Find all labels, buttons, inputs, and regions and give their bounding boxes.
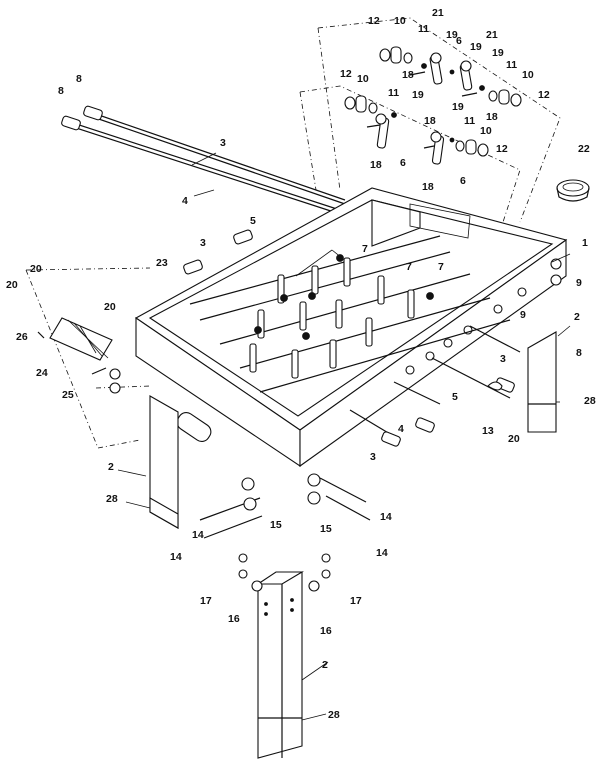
callout-5: 5 [452,391,458,403]
callout-11: 11 [418,23,429,35]
callout-2: 2 [322,659,328,671]
callout-10: 10 [394,15,406,27]
callout-9: 9 [520,309,526,321]
callout-14: 14 [192,529,204,541]
callout-10: 10 [357,73,369,85]
callout-21: 21 [432,7,444,19]
callout-28: 28 [106,493,118,505]
upper-rod-hardware [379,46,522,107]
scoring-unit [37,317,113,375]
callout-16: 16 [320,625,332,637]
callout-12: 12 [496,143,508,155]
callout-26: 26 [16,331,28,343]
callout-3: 3 [220,137,226,149]
callout-19: 19 [412,89,424,101]
left-rod-handles [183,229,253,275]
callout-23: 23 [156,257,168,269]
callout-8: 8 [58,85,64,97]
rod-handle-grip [61,105,103,131]
callout-25: 25 [62,389,74,401]
callout-19: 19 [470,41,482,53]
ball-cup [556,179,590,202]
callout-18: 18 [486,111,498,123]
callout-labels: 12 10 21 11 19 6 19 21 18 19 11 10 12 12… [6,7,596,721]
callout-19: 19 [446,29,458,41]
callout-18: 18 [422,181,434,193]
callout-19: 19 [492,47,504,59]
callout-24: 24 [36,367,48,379]
callout-7: 7 [438,261,444,273]
callout-2: 2 [574,311,580,323]
callout-3: 3 [370,451,376,463]
callout-10: 10 [480,125,492,137]
callout-16: 16 [228,613,240,625]
callout-12: 12 [368,15,380,27]
callout-2: 2 [108,461,114,473]
callout-12: 12 [340,68,352,80]
callout-18: 18 [402,69,414,81]
leader-lines [117,152,571,721]
callout-8: 8 [576,347,582,359]
callout-20: 20 [104,301,116,313]
callout-21: 21 [486,29,498,41]
callout-3: 3 [500,353,506,365]
callout-18: 18 [424,115,436,127]
callout-14: 14 [376,547,388,559]
callout-11: 11 [388,87,399,99]
callout-14: 14 [170,551,182,563]
callout-11: 11 [464,115,475,127]
callout-8: 8 [76,73,82,85]
callout-17: 17 [200,595,212,607]
callout-20: 20 [30,263,42,275]
callout-7: 7 [406,261,412,273]
callout-11: 11 [506,59,517,71]
callout-14: 14 [380,511,392,523]
playing-rods [61,105,346,215]
leg-bolts [199,473,371,592]
callout-6: 6 [456,35,462,47]
callout-19: 19 [452,101,464,113]
callout-20: 20 [508,433,520,445]
explode-projection-lines [25,17,561,449]
player-figure-assembly [344,46,522,165]
callout-28: 28 [584,395,596,407]
callout-4: 4 [182,195,188,207]
callout-12: 12 [538,89,550,101]
callout-3: 3 [200,237,206,249]
callout-28: 28 [328,709,340,721]
callout-7: 7 [362,243,368,255]
table-legs [149,331,557,759]
callout-13: 13 [482,425,494,437]
lower-rod-hardware [344,95,489,165]
callout-20: 20 [6,279,18,291]
callout-22: 22 [578,143,590,155]
callout-18: 18 [370,159,382,171]
callout-4: 4 [398,423,404,435]
callout-6: 6 [460,175,466,187]
callout-9: 9 [576,277,582,289]
callout-10: 10 [522,69,534,81]
callout-15: 15 [320,523,332,535]
callout-6: 6 [400,157,406,169]
callout-15: 15 [270,519,282,531]
callout-5: 5 [250,215,256,227]
rod-players [189,235,511,393]
callout-17: 17 [350,595,362,607]
callout-1: 1 [582,237,588,249]
